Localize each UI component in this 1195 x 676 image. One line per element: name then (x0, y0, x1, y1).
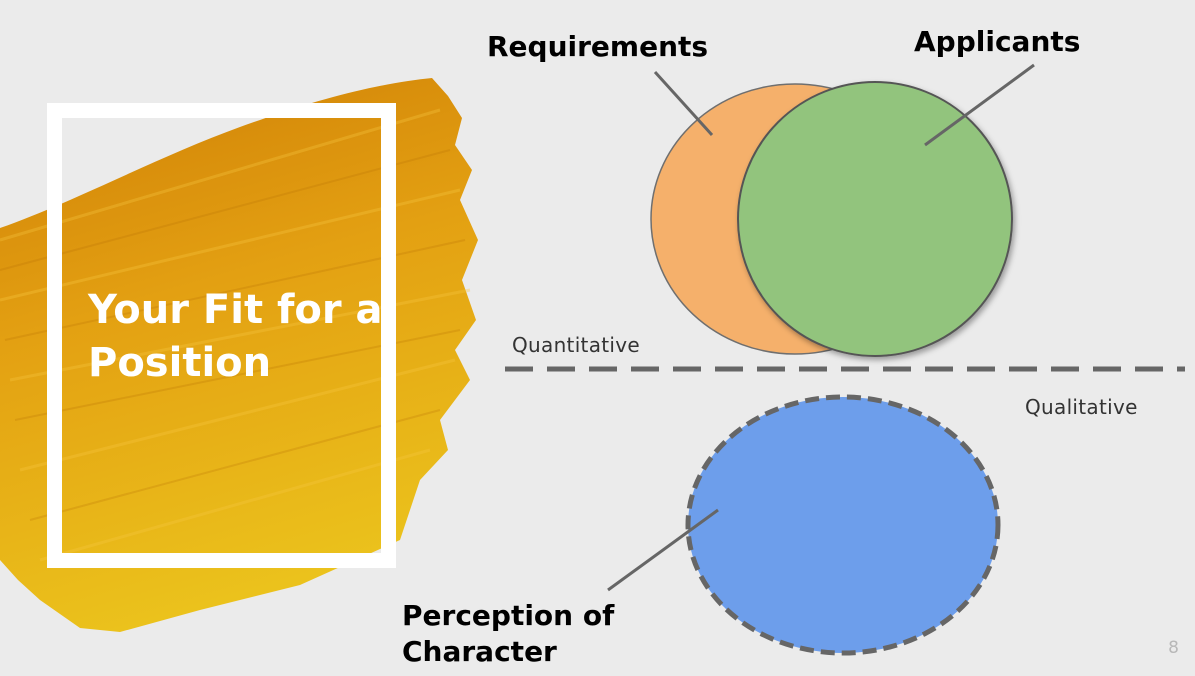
applicants-pointer (924, 63, 1035, 147)
paint-stroke (0, 78, 478, 632)
applicants-circle (737, 81, 1013, 357)
requirements-label: Requirements (487, 30, 709, 63)
perception-pointer (607, 508, 719, 592)
requirements-pointer (653, 70, 714, 137)
qualitative-label: Qualitative (1025, 395, 1138, 419)
perception-label: Perception of Character (402, 599, 615, 668)
applicants-label: Applicants (914, 25, 1081, 58)
quantitative-label: Quantitative (512, 333, 640, 357)
perception-circle (685, 394, 1001, 656)
page-number: 8 (1168, 638, 1179, 658)
slide-title: Your Fit for a Position (88, 287, 383, 386)
